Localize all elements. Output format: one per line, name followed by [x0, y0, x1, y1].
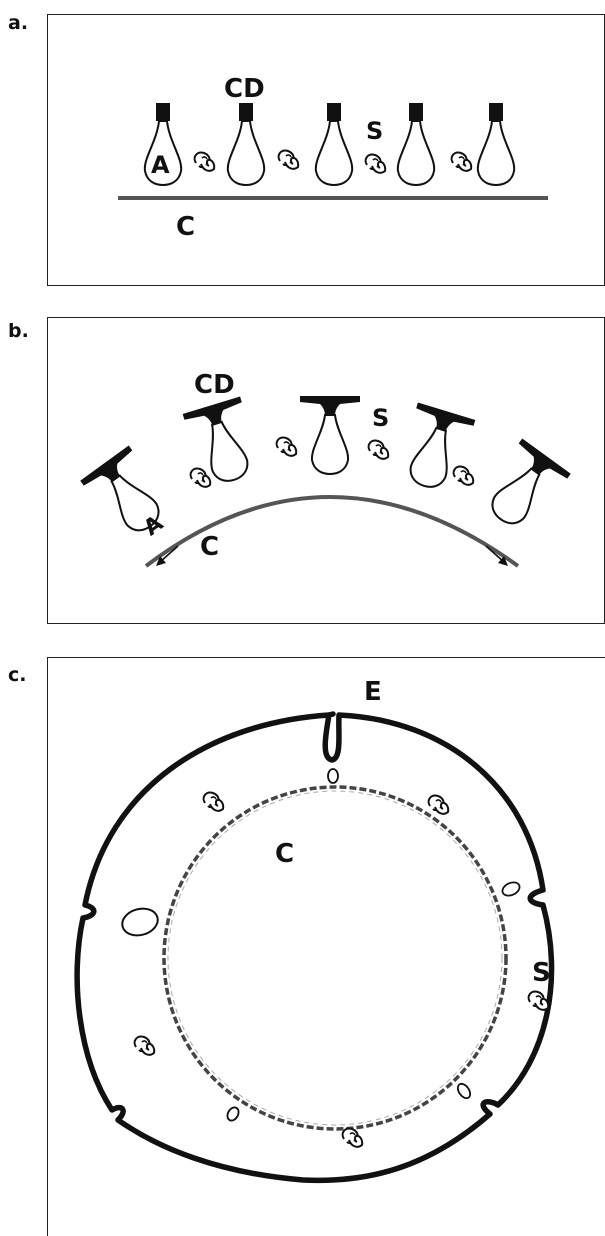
panel-a-particle: [277, 149, 300, 170]
panel-b-cell: [299, 395, 361, 475]
panel-c-particle: [133, 1035, 156, 1056]
panel-c-particle: [341, 1127, 364, 1148]
panel-c-vesicle: [121, 907, 159, 937]
panel-b-arrowhead-right: [498, 556, 508, 566]
panel-a-label-s: S: [366, 117, 383, 145]
panel-b-arrow-left: [159, 545, 179, 563]
panel-b-label: b.: [8, 320, 29, 342]
panel-a-frame: CD S A C: [47, 14, 605, 286]
panel-c-label-s: S: [532, 958, 551, 988]
panel-c-vesicle: [456, 1082, 472, 1100]
panel-b-label-s: S: [372, 404, 389, 432]
panel-a-label: a.: [8, 12, 29, 34]
panel-b-cell: [475, 437, 572, 538]
panel-b-particle: [189, 467, 212, 488]
panel-b-frame: CD S A C: [47, 317, 605, 624]
panel-b-particle: [275, 436, 298, 457]
panel-a-particle: [450, 151, 473, 172]
panel-a-particle: [193, 151, 216, 172]
panel-c-particle: [527, 990, 550, 1011]
panel-a-cell: [226, 102, 266, 186]
panel-b-label-c: C: [200, 532, 219, 562]
panel-c-vesicle: [226, 1106, 240, 1122]
panel-b-label-cd: CD: [194, 370, 235, 400]
panel-c-vesicle: [327, 768, 339, 784]
panel-a-label-a: A: [151, 151, 170, 179]
panel-a-diagram: CD S A C: [118, 74, 548, 242]
panel-a-particle: [364, 153, 387, 174]
panel-a-label-c: C: [176, 212, 195, 242]
panel-b-arrow-right: [485, 545, 505, 563]
panel-b-arrowhead-left: [156, 556, 166, 566]
panel-c-particle: [202, 791, 225, 812]
panel-c-particle: [427, 794, 450, 815]
panel-c-inner-ring-light: [167, 790, 503, 1126]
panel-a-cell: [314, 102, 354, 186]
panel-b-surface-arc: [144, 495, 520, 568]
panel-a-label-cd: CD: [224, 74, 265, 104]
panel-a-cell: [396, 102, 436, 186]
panel-c-vesicle: [501, 881, 521, 897]
panel-a-cell: [476, 102, 516, 186]
panel-c-diagram: E C S: [74, 677, 555, 1184]
panel-c-label-c: C: [275, 839, 294, 869]
panel-b-diagram: CD S A C: [79, 370, 572, 568]
panel-c-label-e: E: [364, 677, 382, 707]
panel-b-particle: [367, 439, 390, 460]
panel-c-label: c.: [8, 664, 27, 686]
panel-b-particle: [452, 465, 475, 486]
panel-c-frame: E C S: [47, 657, 605, 1236]
panel-c-outer-membrane: [74, 711, 555, 1184]
panel-c-inner-ring: [162, 785, 508, 1131]
